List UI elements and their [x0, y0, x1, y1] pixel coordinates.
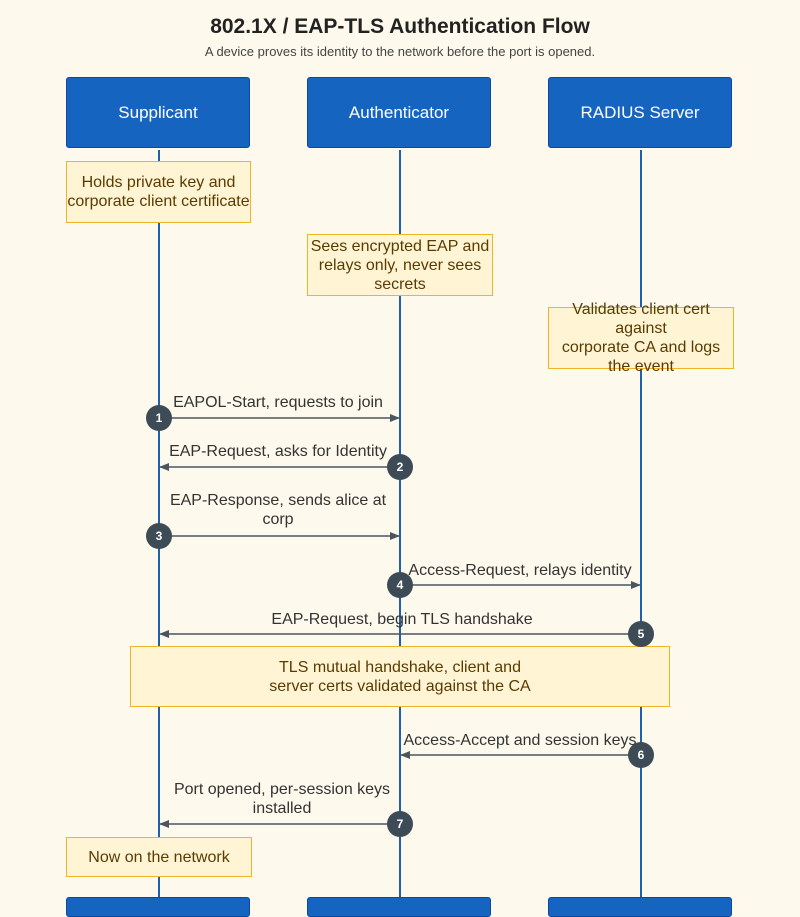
note-authenticator-relay: Sees encrypted EAP and relays only, neve…	[307, 234, 493, 296]
step-badge-3: 3	[146, 523, 172, 549]
svg-text:5: 5	[638, 627, 645, 641]
svg-text:3: 3	[156, 529, 163, 543]
svg-text:2: 2	[397, 460, 404, 474]
step-badge-1: 1	[146, 405, 172, 431]
lifeline-authenticator	[399, 150, 401, 902]
message-7-label: Port opened, per-session keys installed	[173, 781, 391, 817]
svg-text:4: 4	[397, 578, 404, 592]
step-badge-4: 4	[387, 572, 413, 598]
note-tls-handshake: TLS mutual handshake, client and server …	[130, 646, 670, 707]
message-4-label: Access-Request, relays identity	[408, 562, 632, 579]
message-3-label: EAP-Response, sends alice at corp	[169, 492, 387, 528]
message-6-label: Access-Accept and session keys	[403, 732, 637, 749]
actor-authenticator: Authenticator	[307, 77, 491, 148]
actor-radius: RADIUS Server	[548, 77, 732, 148]
diagram-subtitle: A device proves its identity to the netw…	[204, 44, 596, 59]
note-supplicant-keys: Holds private key and corporate client c…	[66, 161, 251, 223]
message-5-label: EAP-Request, begin TLS handshake	[271, 611, 533, 628]
step-badge-7: 7	[387, 811, 413, 837]
svg-text:7: 7	[397, 817, 404, 831]
svg-text:1: 1	[156, 411, 163, 425]
message-2-label: EAP-Request, asks for Identity	[169, 443, 387, 460]
step-badge-6: 6	[628, 742, 654, 768]
actor-supplicant: Supplicant	[66, 77, 250, 148]
note-on-network: Now on the network	[66, 837, 252, 877]
lifeline-radius	[640, 150, 642, 902]
message-1-label: EAPOL-Start, requests to join	[173, 394, 383, 411]
step-badge-2: 2	[387, 454, 413, 480]
diagram-title: 802.1X / EAP-TLS Authentication Flow	[210, 15, 590, 38]
svg-text:6: 6	[638, 748, 645, 762]
step-badge-5: 5	[628, 621, 654, 647]
